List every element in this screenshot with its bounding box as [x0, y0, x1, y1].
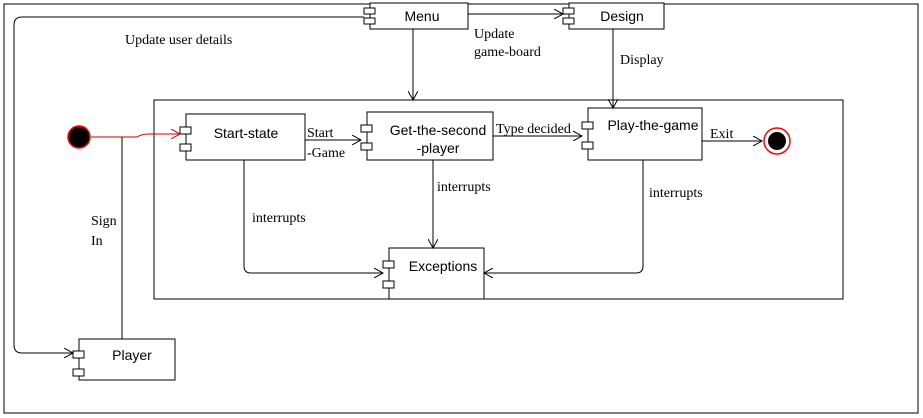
update-board-label-line2: game-board — [474, 45, 541, 60]
get-second-player-label-line1: Get-the-second — [390, 122, 487, 138]
start-state-component[interactable]: Start-state — [179, 113, 306, 161]
start-state-label: Start-state — [214, 125, 279, 141]
update-board-label-line1: Update — [474, 27, 514, 42]
exit-label: Exit — [710, 127, 733, 142]
interrupts-left-label: interrupts — [252, 211, 306, 226]
get-second-player-label-line2: -player — [417, 140, 460, 156]
interrupts-right-label: interrupts — [649, 186, 703, 201]
design-component[interactable]: Design — [562, 2, 665, 30]
menu-component[interactable]: Menu — [363, 2, 469, 30]
play-the-game-component[interactable]: Play-the-game — [581, 107, 703, 161]
play-the-game-label: Play-the-game — [607, 117, 698, 133]
interrupts-middle-label: interrupts — [437, 180, 491, 195]
menu-to-player-arrow — [13, 16, 364, 353]
initial-transition-arrow — [91, 134, 180, 137]
start-to-exceptions-arrow — [243, 160, 383, 273]
exceptions-component[interactable]: Exceptions — [382, 247, 485, 300]
update-user-details-label: Update user details — [125, 33, 232, 48]
player-component[interactable]: Player — [72, 338, 176, 381]
sign-in-label-line2: In — [91, 234, 103, 249]
display-label: Display — [620, 53, 664, 68]
start-game-label-line1: Start — [307, 126, 334, 141]
sign-in-label-line1: Sign — [91, 214, 117, 229]
play-to-exceptions-arrow — [484, 160, 644, 273]
game-region-frame — [153, 99, 844, 300]
exceptions-label: Exceptions — [409, 258, 477, 274]
type-decided-label: Type decided — [496, 122, 571, 137]
player-label: Player — [112, 347, 152, 363]
design-label: Design — [600, 8, 644, 24]
initial-state-marker — [67, 125, 91, 149]
final-state-marker — [763, 127, 791, 155]
get-second-player-component[interactable]: Get-the-second -player — [360, 111, 494, 161]
start-game-label-line2: -Game — [307, 146, 345, 161]
menu-label: Menu — [404, 8, 439, 24]
